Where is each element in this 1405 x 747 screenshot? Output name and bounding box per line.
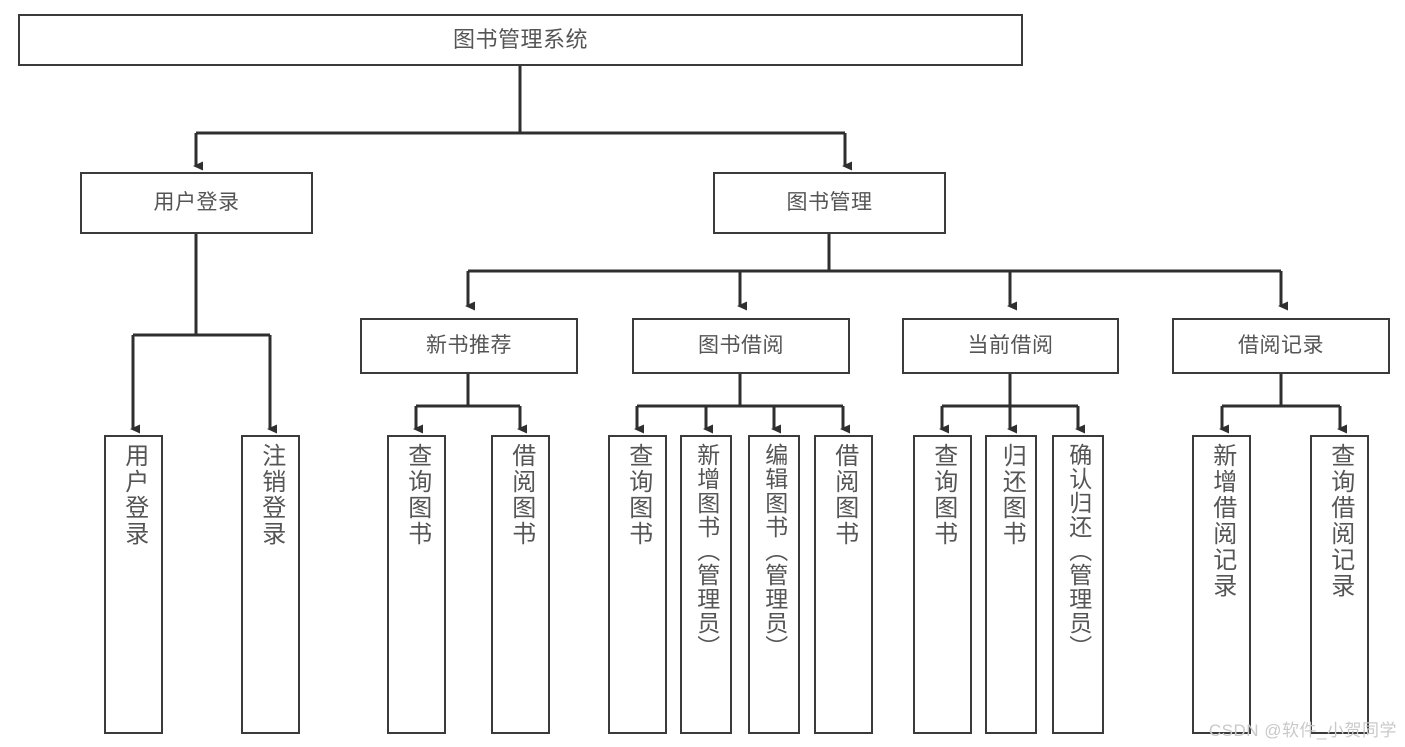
node-label: 用户登录 bbox=[153, 190, 240, 214]
watermark-text: CSDN @软件_小贺同学 bbox=[1208, 721, 1397, 740]
leaf-record-add-record[interactable]: 新增借阅记录 bbox=[1192, 435, 1251, 734]
node-label: 图书管理系统 bbox=[452, 27, 588, 53]
node-label: 借阅图书 bbox=[507, 443, 535, 547]
leaf-recommend-borrow-book[interactable]: 借阅图书 bbox=[491, 435, 550, 734]
node-label: 新书推荐 bbox=[426, 333, 512, 357]
leaf-borrow-borrow-book[interactable]: 借阅图书 bbox=[814, 435, 873, 734]
node-label: 确认归还（管理员） bbox=[1065, 443, 1092, 659]
leaf-borrow-edit-book-admin[interactable]: 编辑图书（管理员） bbox=[748, 435, 800, 734]
leaf-record-query-record[interactable]: 查询借阅记录 bbox=[1310, 435, 1369, 734]
node-label: 归还图书 bbox=[998, 443, 1026, 547]
node-label: 查询图书 bbox=[403, 443, 431, 547]
leaf-recommend-query-book[interactable]: 查询图书 bbox=[387, 435, 446, 734]
leaf-current-confirm-return-admin[interactable]: 确认归还（管理员） bbox=[1052, 435, 1104, 734]
node-new-book-recommend[interactable]: 新书推荐 bbox=[360, 318, 578, 374]
node-label: 用户登录 bbox=[120, 443, 148, 547]
node-label: 图书管理 bbox=[786, 190, 873, 214]
node-label: 借阅记录 bbox=[1238, 333, 1324, 357]
node-label: 编辑图书（管理员） bbox=[761, 443, 788, 659]
leaf-current-return-book[interactable]: 归还图书 bbox=[985, 435, 1037, 734]
node-label: 查询图书 bbox=[624, 443, 652, 547]
leaf-user-login-logout[interactable]: 注销登录 bbox=[241, 435, 300, 734]
leaf-user-login-login[interactable]: 用户登录 bbox=[104, 435, 163, 734]
node-label: 新增图书（管理员） bbox=[693, 443, 720, 659]
node-label: 注销登录 bbox=[257, 443, 285, 547]
node-label: 新增借阅记录 bbox=[1208, 443, 1236, 599]
leaf-current-query-book[interactable]: 查询图书 bbox=[913, 435, 972, 734]
node-label: 查询图书 bbox=[929, 443, 957, 547]
node-label: 借阅图书 bbox=[830, 443, 858, 547]
node-borrow-record[interactable]: 借阅记录 bbox=[1172, 318, 1390, 374]
leaf-borrow-add-book-admin[interactable]: 新增图书（管理员） bbox=[680, 435, 732, 734]
node-label: 当前借阅 bbox=[967, 333, 1054, 357]
node-root-system[interactable]: 图书管理系统 bbox=[18, 14, 1023, 66]
node-book-borrow[interactable]: 图书借阅 bbox=[632, 318, 850, 374]
node-current-borrow[interactable]: 当前借阅 bbox=[902, 318, 1119, 374]
node-user-login[interactable]: 用户登录 bbox=[80, 172, 313, 234]
node-book-management[interactable]: 图书管理 bbox=[713, 172, 946, 234]
node-label: 图书借阅 bbox=[698, 333, 784, 357]
leaf-borrow-query-book[interactable]: 查询图书 bbox=[608, 435, 667, 734]
node-label: 查询借阅记录 bbox=[1326, 443, 1354, 599]
